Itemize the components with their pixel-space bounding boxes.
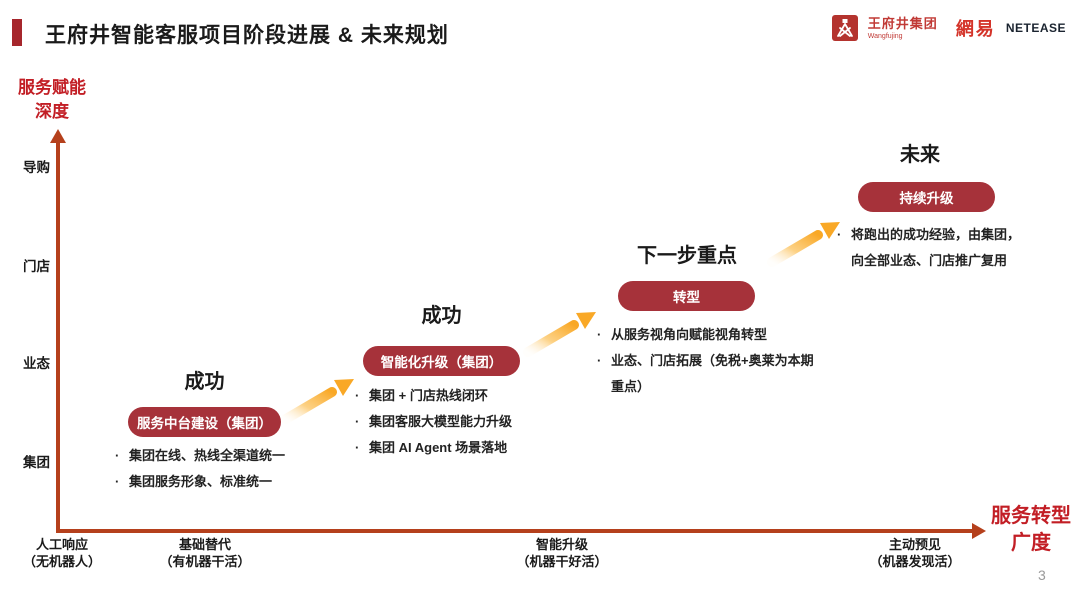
x-tick-1: 人工响应 （无机器人） xyxy=(8,536,116,570)
stage-2-heading: 成功 xyxy=(421,305,462,327)
x-axis-title-line2: 广度 xyxy=(1011,532,1051,554)
growth-arrow-icon xyxy=(767,222,840,267)
stage-3-pill: 转型 xyxy=(618,281,755,311)
x-tick-2-line1: 基础替代 xyxy=(178,537,231,552)
y-tick-yetai: 业态 xyxy=(23,356,50,371)
bullet-dot-icon: · xyxy=(355,414,360,429)
stage-3-bullet: · 从服务视角向赋能视角转型 xyxy=(595,322,821,348)
growth-arrow-icon xyxy=(523,312,596,357)
stage-3-heading: 下一步重点 xyxy=(637,245,737,267)
stage-2-pill: 智能化升级（集团） xyxy=(363,346,520,376)
stage-3-bullet-text: 业态、门店拓展（免税+奥莱为本期重点） xyxy=(611,353,814,394)
bullet-dot-icon: · xyxy=(115,474,120,489)
bullet-dot-icon: · xyxy=(597,327,602,342)
stage-2-bullet-text: 集团客服大模型能力升级 xyxy=(369,414,513,429)
stage-2-bullet: · 集团 + 门店热线闭环 xyxy=(353,383,585,409)
stage-4-pill: 持续升级 xyxy=(858,182,995,212)
stage-3-bullet: · 业态、门店拓展（免税+奥莱为本期重点） xyxy=(595,348,821,400)
x-axis-title: 服务转型 广度 xyxy=(985,503,1077,557)
bullet-dot-icon: · xyxy=(115,448,120,463)
netease-logo-en: NETEASE xyxy=(1005,21,1066,35)
x-tick-2-line2: （有机器干活） xyxy=(159,554,251,569)
y-axis-arrowhead-icon xyxy=(50,129,66,143)
x-axis-arrowhead-icon xyxy=(972,523,986,539)
stage-1-bullets: · 集团在线、热线全渠道统一 · 集团服务形象、标准统一 xyxy=(113,443,331,495)
stage-4-heading: 未来 xyxy=(900,144,940,166)
stage-1-bullet: · 集团服务形象、标准统一 xyxy=(113,469,331,495)
stage-2-bullet-text: 集团 AI Agent 场景落地 xyxy=(369,440,508,455)
x-tick-4: 主动预见 （机器发现活） xyxy=(853,536,977,570)
stage-2-bullet: · 集团客服大模型能力升级 xyxy=(353,409,585,435)
wangfujing-logo-icon xyxy=(831,15,858,41)
netease-logo-cn: 網易 xyxy=(955,19,996,39)
stage-1-pill: 服务中台建设（集团） xyxy=(128,407,281,437)
x-tick-4-line1: 主动预见 xyxy=(888,537,941,552)
logo-group: 王府井集团 Wangfujing 網易 NETEASE xyxy=(831,15,1066,41)
x-axis-title-line1: 服务转型 xyxy=(991,505,1071,527)
stage-3-bullet-text: 从服务视角向赋能视角转型 xyxy=(611,327,768,342)
x-tick-1-line2: （无机器人） xyxy=(22,554,101,569)
stage-4-bullets: · 将跑出的成功经验，由集团，向全部业态、门店推广复用 xyxy=(835,222,1021,274)
bullet-dot-icon: · xyxy=(355,388,360,403)
stage-3-bullets: · 从服务视角向赋能视角转型 · 业态、门店拓展（免税+奥莱为本期重点） xyxy=(595,322,821,400)
x-tick-4-line2: （机器发现活） xyxy=(869,554,961,569)
stage-1-bullet-text: 集团服务形象、标准统一 xyxy=(129,474,273,489)
title-accent-bar xyxy=(12,19,22,46)
x-tick-3-line2: （机器干好活） xyxy=(516,554,608,569)
stage-2-bullets: · 集团 + 门店热线闭环 · 集团客服大模型能力升级 · 集团 AI Agent 场… xyxy=(353,383,585,461)
wangfujing-name: 王府井集团 xyxy=(867,15,938,31)
page-number: 3 xyxy=(1038,567,1046,583)
bullet-dot-icon: · xyxy=(597,353,602,368)
y-axis-title: 服务赋能 深度 xyxy=(6,76,98,124)
stage-2-bullet: · 集团 AI Agent 场景落地 xyxy=(353,435,585,461)
x-tick-3-line1: 智能升级 xyxy=(535,537,588,552)
x-tick-2: 基础替代 （有机器干活） xyxy=(143,536,267,570)
stage-4-bullet: · 将跑出的成功经验，由集团，向全部业态、门店推广复用 xyxy=(835,222,1021,274)
bullet-dot-icon: · xyxy=(837,227,842,242)
y-tick-jituan: 集团 xyxy=(23,455,50,470)
y-axis-title-line2: 深度 xyxy=(35,102,69,121)
stage-2-bullet-text: 集团 + 门店热线闭环 xyxy=(369,388,488,403)
x-axis-line xyxy=(56,529,974,533)
growth-arrow-icon xyxy=(281,379,354,424)
stage-4-bullet-text: 将跑出的成功经验，由集团，向全部业态、门店推广复用 xyxy=(851,227,1021,268)
y-tick-daogou: 导购 xyxy=(23,160,50,175)
wangfujing-sub: Wangfujing xyxy=(867,32,903,40)
y-tick-mendian: 门店 xyxy=(23,259,50,274)
stage-1-heading: 成功 xyxy=(184,371,225,393)
y-axis-line xyxy=(56,142,60,533)
wangfujing-logo-text: 王府井集团 Wangfujing xyxy=(868,17,938,40)
x-tick-1-line1: 人工响应 xyxy=(35,537,88,552)
y-axis-title-line1: 服务赋能 xyxy=(18,78,86,97)
x-tick-3: 智能升级 （机器干好活） xyxy=(500,536,624,570)
stage-1-bullet: · 集团在线、热线全渠道统一 xyxy=(113,443,331,469)
page-title: 王府井智能客服项目阶段进展 & 未来规划 xyxy=(45,24,449,47)
bullet-dot-icon: · xyxy=(355,440,360,455)
stage-1-bullet-text: 集团在线、热线全渠道统一 xyxy=(129,448,286,463)
